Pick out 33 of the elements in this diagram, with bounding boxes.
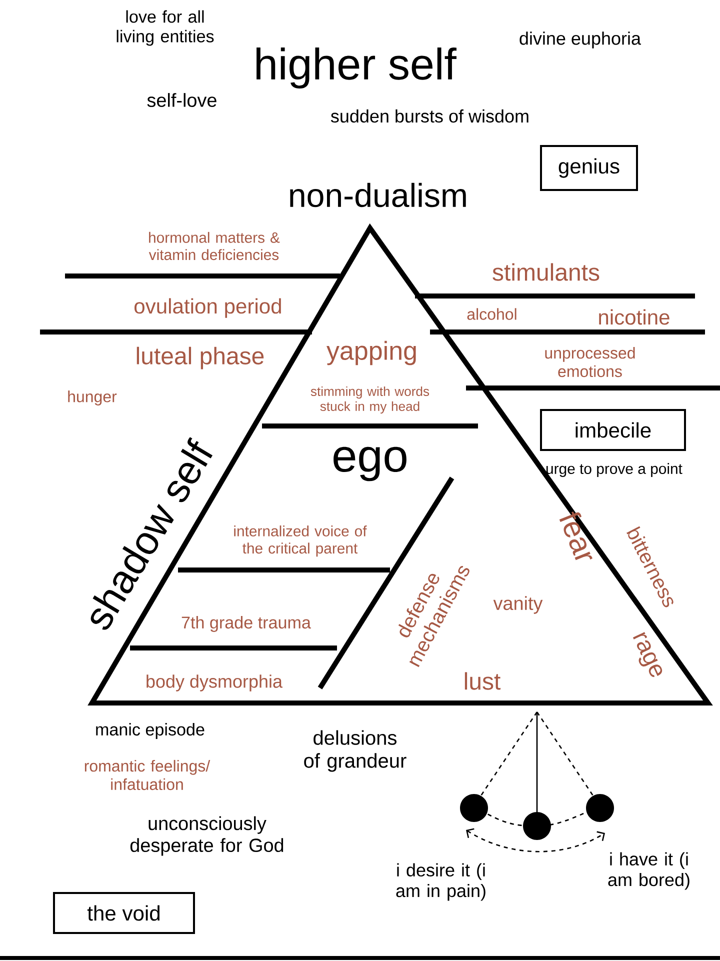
text-label: unconsciously desperate for God [130, 816, 284, 856]
text-label: body dysmorphia [146, 674, 282, 692]
text-label: luteal phase [136, 346, 264, 370]
text-label: fear [559, 512, 592, 560]
text-label: divine euphoria [520, 32, 641, 48]
boxed-label: imbecile [540, 409, 686, 451]
text-label: unprocessed emotions [545, 346, 635, 378]
text-label: ovulation period [134, 298, 281, 318]
heading: ego [334, 446, 406, 482]
text-label: love for all living entities [116, 10, 214, 46]
text-label: rage [632, 632, 662, 677]
text-label: 7th grade trauma [182, 616, 311, 632]
boxed-label: genius [540, 145, 638, 191]
text-label: alcohol [467, 308, 516, 320]
text-label: internalized voice of the critical parent [234, 525, 367, 557]
heading: higher self [256, 48, 456, 89]
text-label: stimulants [492, 263, 600, 281]
text-label: i have it (i am bored) [608, 852, 690, 890]
text-label: yapping [326, 340, 416, 366]
text-label: self-love [147, 93, 216, 107]
text-label: hunger [68, 390, 117, 406]
text-label: hormonal matters & vitamin deficiencies [148, 232, 280, 260]
text-label: sudden bursts of wisdom [330, 109, 528, 123]
text-label: vanity [493, 596, 543, 614]
text-label: nicotine [599, 309, 670, 325]
text-label: i desire it (i am in pain) [396, 863, 486, 901]
heading: non-dualism [290, 182, 466, 208]
text-label: stimming with words stuck in my head [310, 386, 430, 414]
text-label: delusions of grandeur [304, 730, 406, 772]
text-label: romantic feelings/ infatuation [84, 760, 210, 790]
text-label: manic episode [96, 723, 204, 739]
boxed-label: the void [53, 892, 195, 934]
text-label: lust [464, 672, 500, 690]
